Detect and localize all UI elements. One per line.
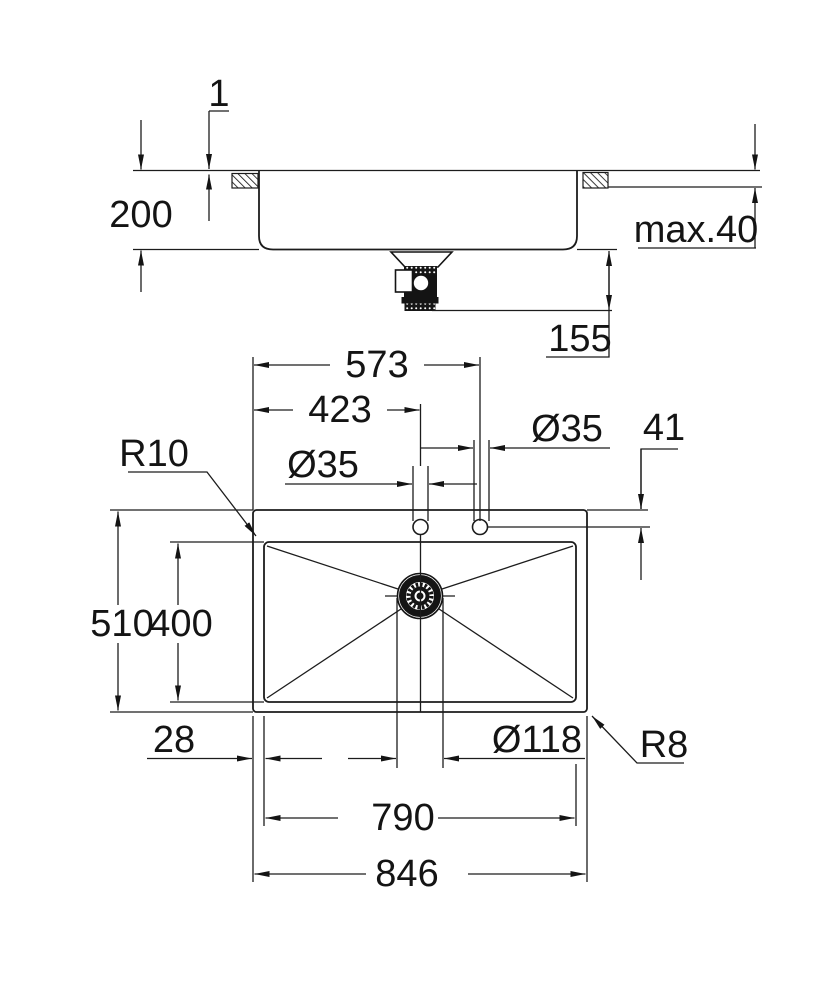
dim-outer-width: 846: [254, 853, 586, 895]
faucet-hole-left: [412, 518, 429, 536]
dim-shelf: [546, 310, 610, 358]
dim-rim-margin: 28: [147, 719, 322, 762]
dim-left-hole-offset: 423: [254, 389, 420, 431]
dim-label-r10: R10: [119, 433, 189, 475]
dim-label-510: 510: [90, 603, 153, 645]
dim-label-423: 423: [308, 389, 371, 431]
dim-right-hole-offset: 573: [254, 344, 479, 386]
dim-label-118: Ø118: [492, 719, 582, 761]
dim-label-846: 846: [375, 853, 438, 895]
dim-hole-right-diameter: Ø35: [421, 408, 610, 451]
dim-label-counter-thickness: max.40: [634, 209, 759, 251]
dim-bowl-depth: 400: [149, 543, 213, 701]
dim-total-depth: 200: [109, 120, 173, 292]
dim-hole-left-diameter: Ø35: [285, 444, 477, 487]
drain-band-top: [404, 266, 437, 275]
drain-overflow-box: [394, 269, 414, 293]
dim-label-underside-clearance: 155: [548, 318, 611, 360]
plan-view: 573 423 Ø35 Ø35 41 R: [90, 344, 688, 895]
dim-label-573: 573: [345, 344, 408, 386]
sink-section-outline: [258, 171, 578, 251]
dim-label-790: 790: [371, 797, 434, 839]
bowl-diagonal-br: [438, 608, 574, 699]
drain-valve-circle: [412, 274, 430, 292]
dim-label-r8: R8: [640, 724, 689, 766]
ext-hole-left-edges: [412, 466, 429, 521]
bowl-diagonal-tr: [441, 545, 574, 590]
section-view: 1 200 max.40 155: [109, 73, 762, 360]
extension-lines: [110, 357, 650, 882]
bowl-diagonals: [266, 545, 574, 699]
dim-outer-depth: 510: [90, 511, 154, 711]
bowl-diagonal-tl: [266, 545, 399, 590]
dim-hole-edge-distance: 41: [638, 407, 685, 580]
dim-label-28: 28: [153, 719, 195, 761]
ext-bowl-left: [170, 541, 264, 703]
leader-line: [128, 471, 257, 537]
dim-label-hole-right-diameter: Ø35: [531, 408, 603, 450]
dim-label-total-depth: 200: [109, 194, 172, 236]
counter-hatch-left: [231, 172, 259, 189]
callout-outer-radius: R8: [591, 715, 689, 766]
dim-counter-thickness: max.40: [634, 124, 759, 251]
drain-flange: [389, 251, 454, 268]
faucet-hole-right: [471, 518, 489, 536]
dim-drain-diameter: Ø118: [348, 719, 585, 762]
callout-bowl-radius: R10: [119, 433, 257, 537]
dim-label-rim-height: 1: [208, 73, 229, 115]
bowl-diagonal-bl: [266, 608, 402, 699]
counter-hatch-right: [582, 171, 609, 189]
dim-label-hole-left-diameter: Ø35: [287, 444, 359, 486]
ext-bottom-right: [575, 716, 588, 882]
ext-hole-right-edges: [473, 440, 490, 521]
leader-line: [591, 715, 684, 764]
dim-label-41: 41: [643, 407, 685, 449]
dim-rim-height: 1: [206, 73, 230, 221]
ext-drain-edges: [396, 598, 444, 768]
dim-underside-clearance: 155: [546, 251, 612, 360]
drain-side-view: [389, 251, 454, 311]
ext-bottom-left: [252, 716, 265, 882]
drain-knurl-ring: [406, 582, 434, 610]
dim-bowl-width: 790: [265, 797, 575, 839]
drain-nut: [401, 297, 439, 304]
dim-shelf: [640, 448, 678, 509]
drain-tailpiece: [404, 303, 436, 311]
dim-label-400: 400: [149, 603, 212, 645]
